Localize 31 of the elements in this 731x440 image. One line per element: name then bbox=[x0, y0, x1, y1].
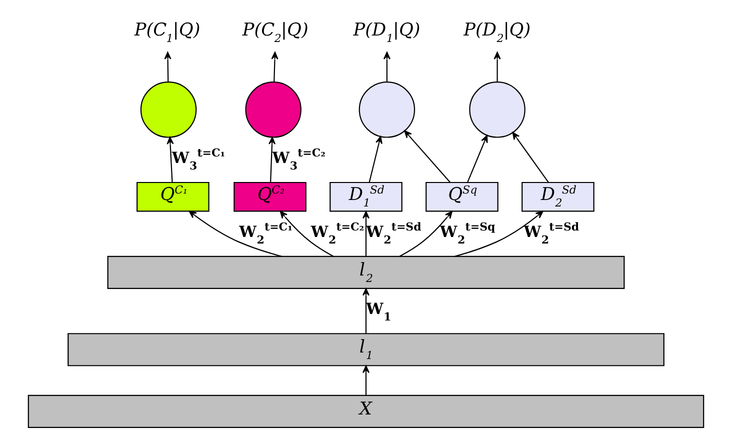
arrow bbox=[188, 210, 282, 257]
node-text: P(D$_{2}$|Q) bbox=[463, 20, 530, 46]
edge-label: W$_{1}$ bbox=[366, 300, 391, 324]
arrow bbox=[270, 52, 278, 82]
node-circle bbox=[468, 82, 525, 138]
arrow bbox=[454, 210, 543, 257]
arrow bbox=[362, 365, 370, 396]
node-text: P(C$_{2}$|Q) bbox=[242, 20, 308, 46]
node-box: l$_{1}$ bbox=[67, 333, 664, 366]
arrow bbox=[166, 136, 174, 182]
node-box: Q$^{C₂}$ bbox=[233, 182, 306, 212]
arrow bbox=[164, 52, 171, 82]
arrow bbox=[512, 132, 548, 183]
arrow bbox=[404, 130, 450, 183]
arrow bbox=[279, 210, 334, 257]
node-box: X bbox=[27, 394, 704, 428]
node-box: Q$^{Sq}$ bbox=[425, 182, 498, 212]
arrow bbox=[268, 136, 276, 182]
node-box: Q$^{C₁}$ bbox=[136, 182, 209, 212]
node-box: l$_{2}$ bbox=[106, 256, 624, 289]
node-circle bbox=[140, 82, 196, 138]
arrow bbox=[368, 136, 382, 183]
node-text: P(D$_{1}$|Q) bbox=[352, 20, 420, 46]
node-text: P(C$_{1}$|Q) bbox=[134, 20, 200, 46]
arrow bbox=[398, 210, 452, 257]
arrow bbox=[362, 211, 370, 256]
arrow bbox=[382, 52, 390, 82]
arrow bbox=[362, 288, 370, 334]
arrow bbox=[493, 52, 500, 82]
arrow bbox=[466, 135, 488, 183]
node-circle bbox=[244, 82, 301, 138]
